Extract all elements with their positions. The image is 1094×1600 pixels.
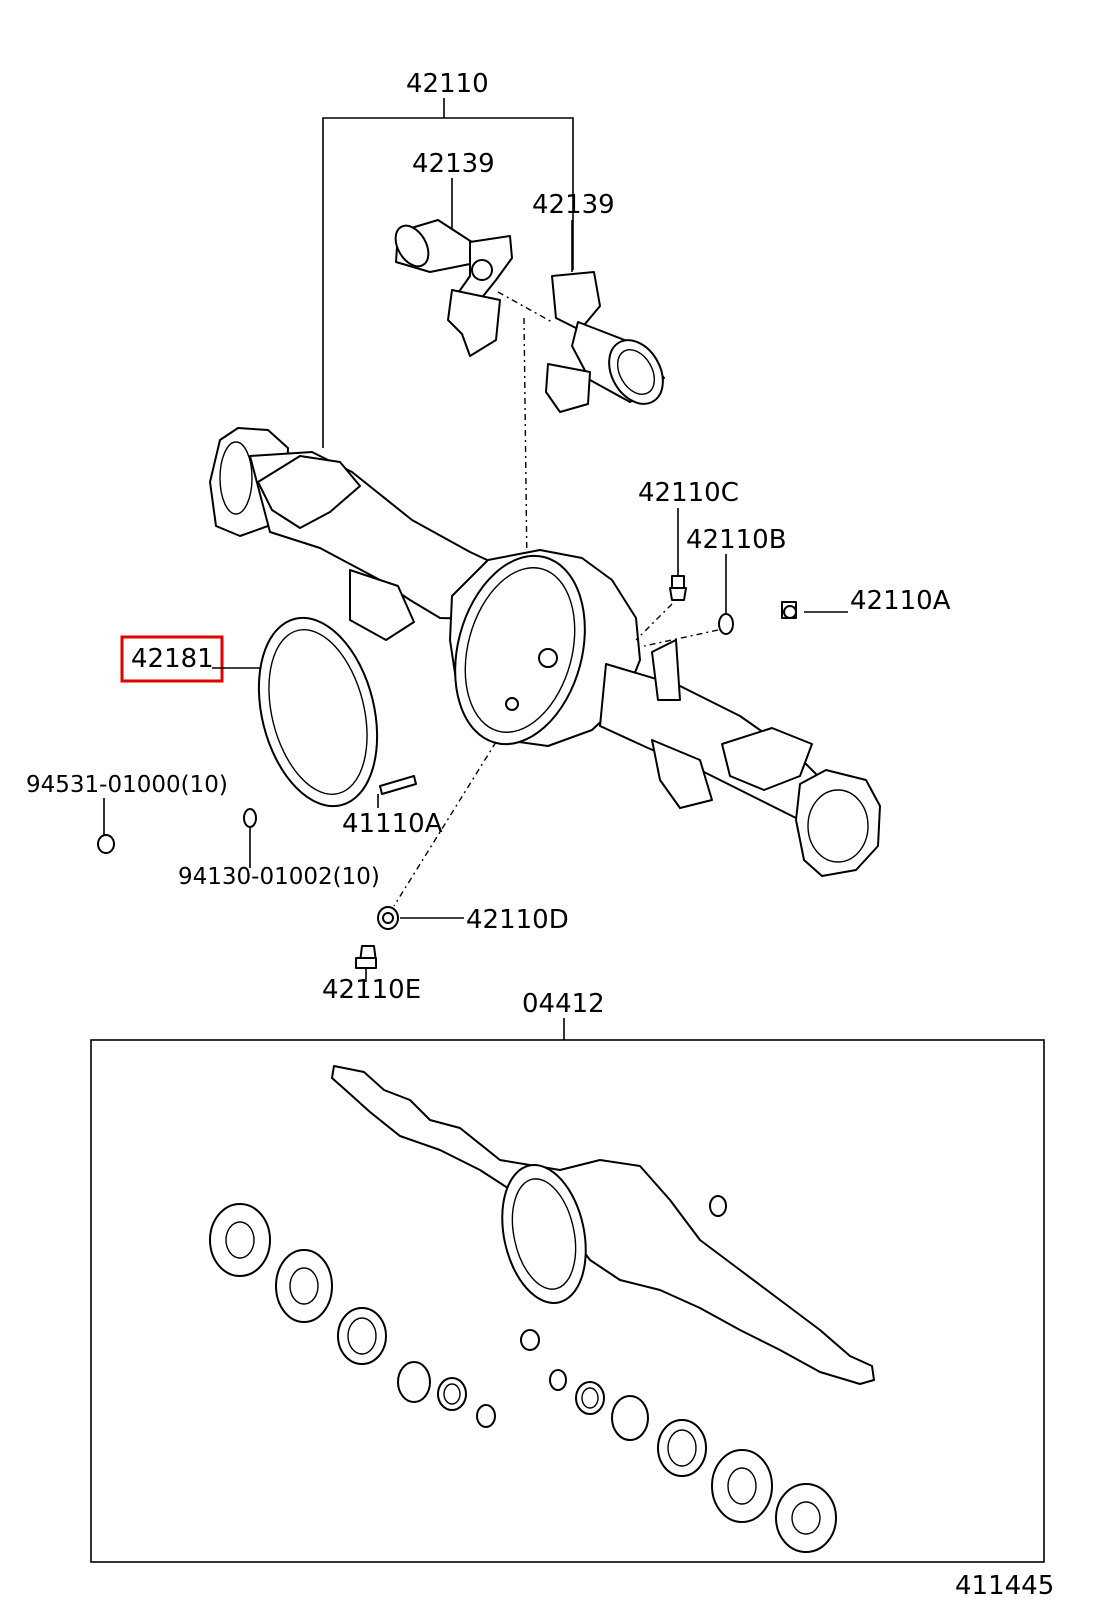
label-axle-assembly[interactable]: 42110 [406, 69, 489, 99]
kit-axle-housing [331, 1065, 875, 1385]
bracket-align-dash [497, 291, 553, 323]
filler-plug [377, 906, 399, 930]
leader-part-b-dash [643, 629, 719, 647]
spring-bracket-left [394, 219, 513, 357]
carrier-gasket [257, 616, 379, 808]
label-part-a[interactable]: 42110A [850, 586, 951, 616]
breather-plug [669, 575, 687, 601]
bolt-e [355, 945, 377, 969]
label-nut-large[interactable]: 94130-01002(10) [178, 864, 380, 890]
washer-b [718, 613, 734, 635]
kit-box [90, 1039, 1045, 1563]
nut-small [97, 834, 115, 854]
drain-plug [781, 601, 797, 619]
leader-part-d-dash [393, 741, 497, 907]
label-stud[interactable]: 41110A [342, 809, 443, 839]
label-bracket-left[interactable]: 42139 [412, 149, 495, 179]
label-part-e[interactable]: 42110E [322, 975, 421, 1005]
label-kit[interactable]: 04412 [522, 989, 605, 1019]
label-part-c[interactable]: 42110C [638, 478, 739, 508]
leader-part-c-dash [635, 603, 673, 641]
label-nut-small[interactable]: 94531-01000(10) [26, 772, 228, 798]
label-part-b[interactable]: 42110B [686, 525, 787, 555]
stud-bolt [379, 775, 417, 795]
bracket-group-line [322, 117, 574, 448]
kit-small-parts [209, 1203, 837, 1553]
label-part-d[interactable]: 42110D [466, 905, 569, 935]
washer-small [243, 808, 257, 828]
figure-number: 411445 [955, 1571, 1054, 1600]
gasket-highlight-box [120, 635, 224, 683]
label-gasket[interactable]: 42181 [131, 644, 214, 674]
axle-housing [209, 427, 881, 877]
label-bracket-right[interactable]: 42139 [532, 190, 615, 220]
spring-bracket-right [545, 271, 665, 413]
